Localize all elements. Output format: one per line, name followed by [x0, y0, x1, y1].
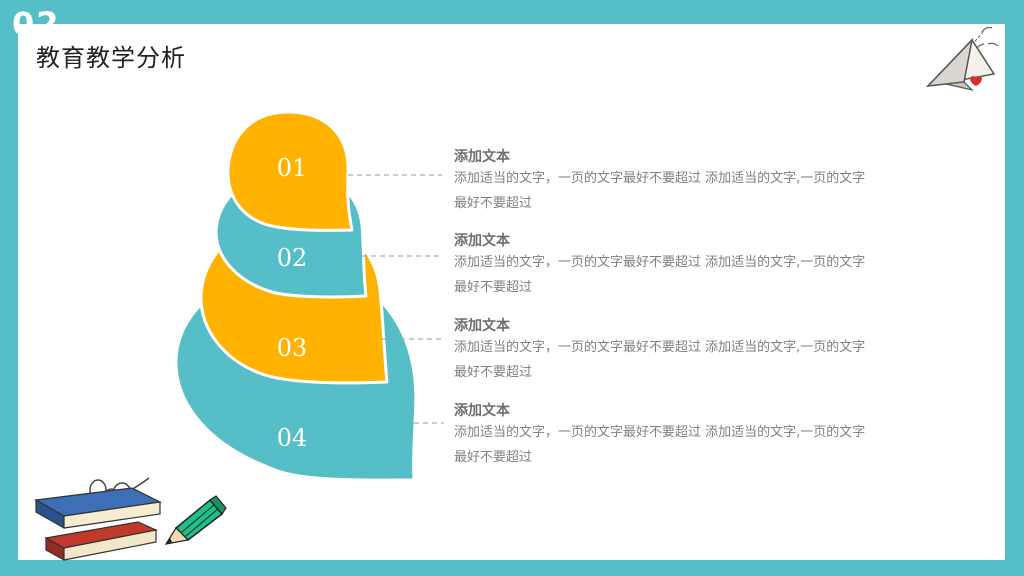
item-03-desc: 添加适当的文字，一页的文字最好不要超过 添加适当的文字,一页的文字最好不要超过 [454, 340, 866, 380]
item-02-title: 添加文本 [454, 233, 510, 249]
page-title: 教育教学分析 [36, 44, 186, 72]
text-item-02: 添加文本 添加适当的文字，一页的文字最好不要超过 添加适当的文字,一页的文字最好… [454, 232, 874, 300]
slide-canvas [18, 24, 1005, 560]
pencil-icon [164, 495, 227, 545]
text-item-01: 添加文本 添加适当的文字，一页的文字最好不要超过 添加适当的文字,一页的文字最好… [454, 148, 874, 216]
item-02-desc: 添加适当的文字，一页的文字最好不要超过 添加适当的文字,一页的文字最好不要超过 [454, 255, 866, 295]
layer-03-number: 03 [277, 334, 308, 362]
text-item-03: 添加文本 添加适当的文字，一页的文字最好不要超过 添加适当的文字,一页的文字最好… [454, 317, 874, 385]
item-01-desc: 添加适当的文字，一页的文字最好不要超过 添加适当的文字,一页的文字最好不要超过 [454, 171, 866, 211]
item-01-title: 添加文本 [454, 149, 510, 165]
layer-04-number: 04 [277, 424, 308, 452]
layer-01-shape [226, 110, 354, 232]
books-with-glasses-icon [34, 477, 162, 562]
item-04-title: 添加文本 [454, 403, 510, 419]
layer-01-number: 01 [277, 154, 308, 182]
layer-02-number: 02 [277, 244, 308, 272]
text-item-04: 添加文本 添加适当的文字，一页的文字最好不要超过 添加适当的文字,一页的文字最好… [454, 402, 874, 470]
item-04-desc: 添加适当的文字，一页的文字最好不要超过 添加适当的文字,一页的文字最好不要超过 [454, 425, 866, 465]
paper-plane-icon [925, 26, 999, 92]
item-03-title: 添加文本 [454, 318, 510, 334]
